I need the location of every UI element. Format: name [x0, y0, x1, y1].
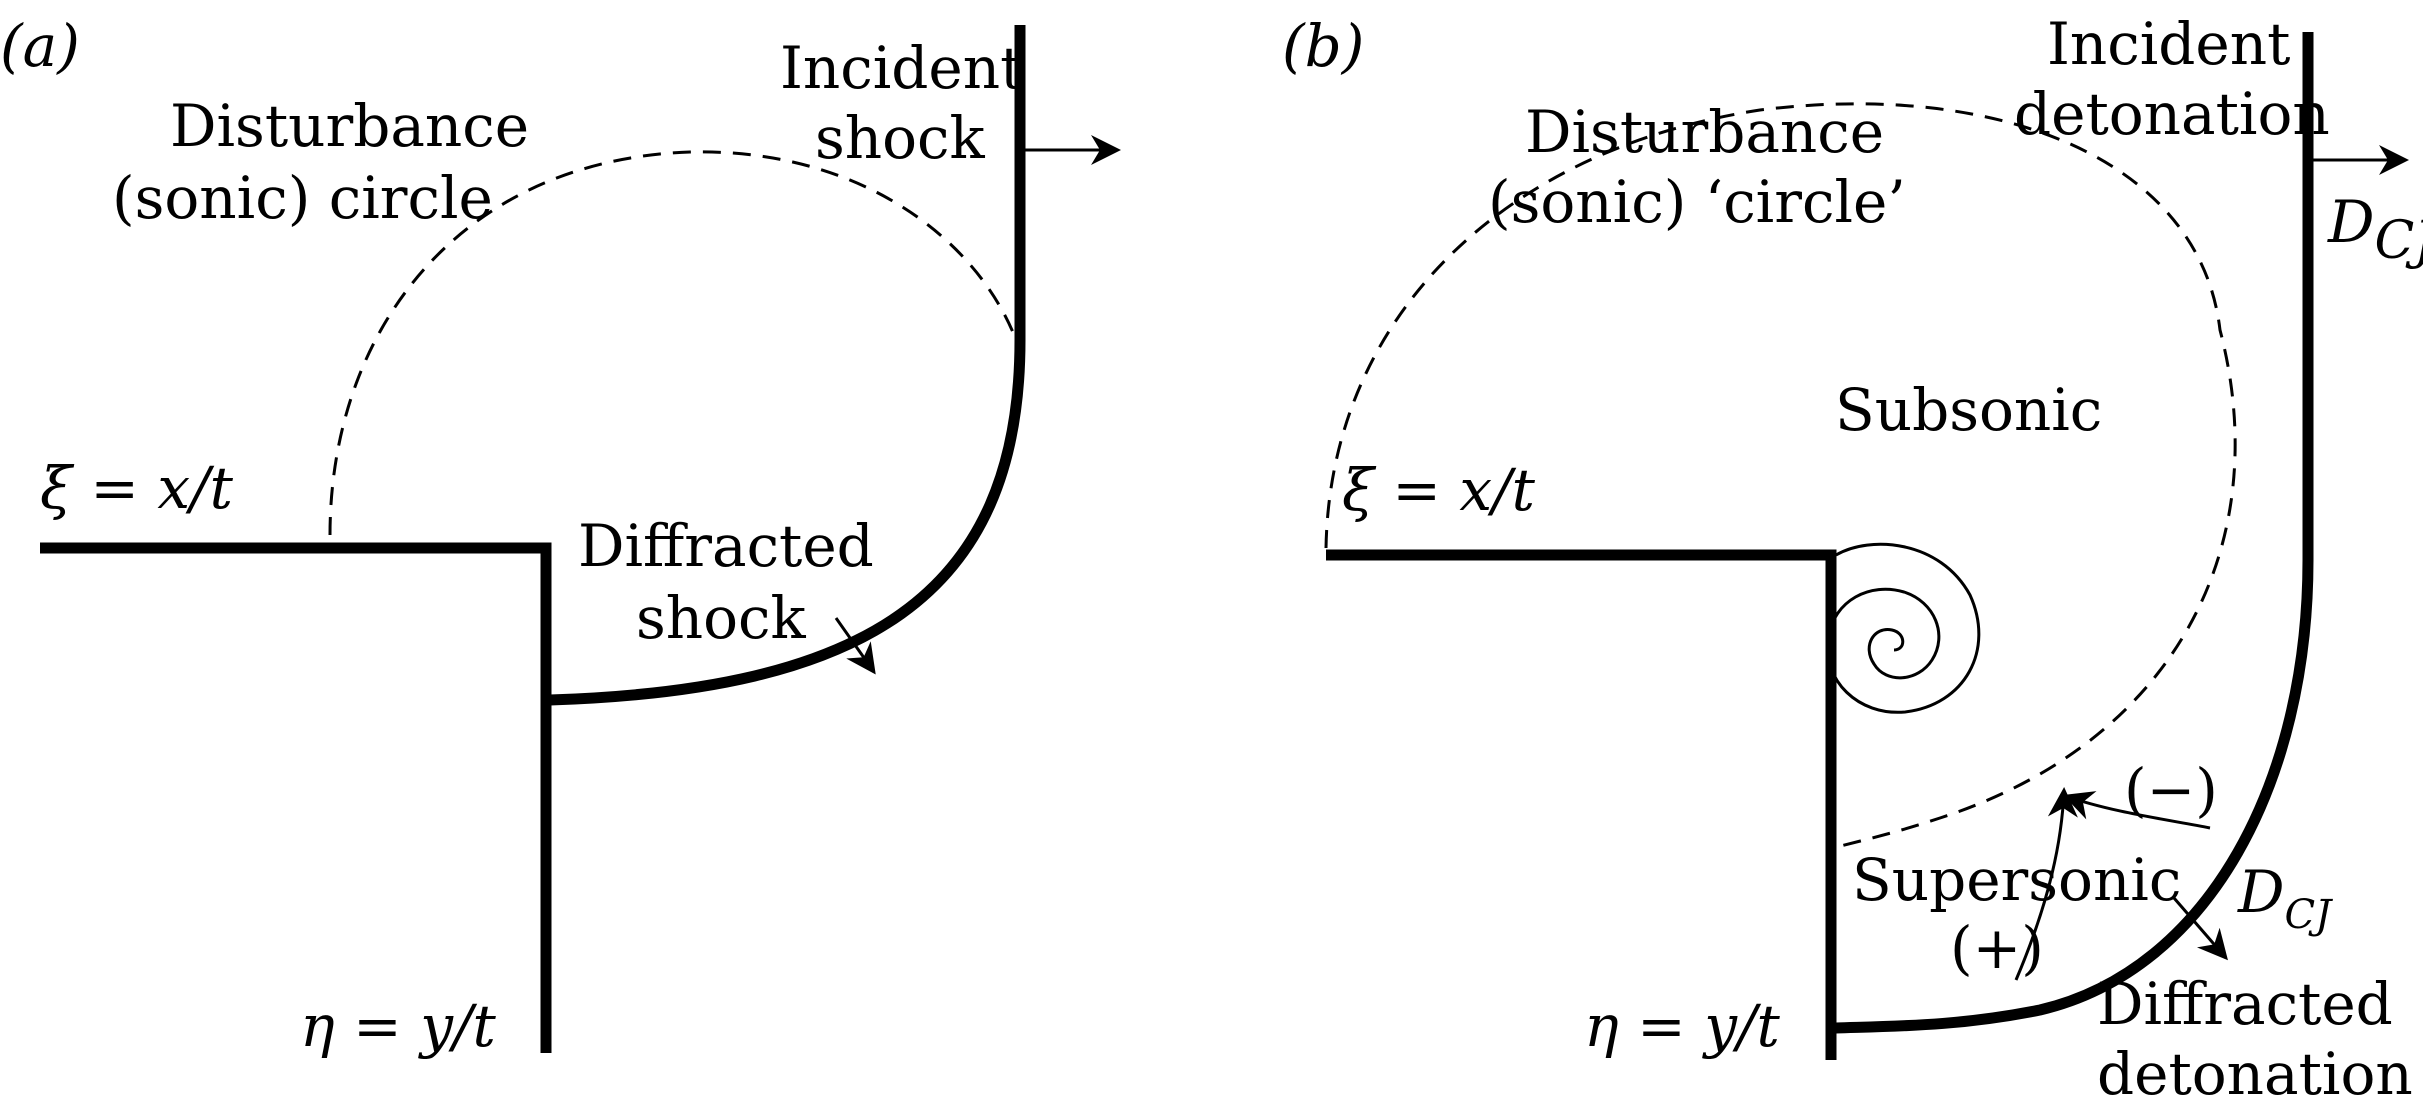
panel-b-diffracted-arrow — [2172, 897, 2228, 961]
panel-b-incident-label-1: Incident — [2047, 10, 2290, 78]
panel-b-eta-label: η = y/t — [1584, 992, 1781, 1060]
panel-b-tag: (b) — [1282, 12, 1364, 80]
panel-b-dcj-top: DCJ — [2327, 188, 2423, 271]
panel-b-incident-label-2: detonation — [2014, 80, 2330, 148]
panel-a-incident-label-1: Incident — [780, 34, 1023, 102]
panel-a-diffracted-label-1: Diffracted — [578, 512, 874, 580]
panel-a-diffracted-arrow — [834, 617, 876, 675]
panel-b-diffracted-label-2: detonation — [2097, 1040, 2413, 1108]
panel-b-wall — [1326, 549, 1837, 1060]
panel-b-vortex-spiral — [1825, 542, 1981, 714]
panel-a-incident-shock — [549, 25, 1026, 706]
panel-a-incident-label-2: shock — [815, 104, 986, 172]
panel-b-diffracted-label-1: Diffracted — [2097, 970, 2393, 1038]
panel-a-eta-label: η = y/t — [300, 992, 497, 1060]
panel-a-disturbance-label-2: (sonic) circle — [112, 164, 493, 232]
panel-b-plus-label: (+) — [1950, 914, 2044, 982]
panel-b-minus-label: (−) — [2124, 756, 2218, 824]
panel-a-disturbance-circle — [328, 150, 1020, 536]
panel-b-disturbance-label-2: (sonic) ‘circle’ — [1488, 168, 1906, 236]
panel-a-tag: (a) — [0, 12, 80, 80]
panel-b-supersonic-label: Supersonic — [1852, 846, 2181, 914]
panel-b-subsonic-label: Subsonic — [1835, 376, 2102, 444]
panel-b-xi-label: ξ = x/t — [1342, 456, 1536, 524]
panel-b-dcj-top-main: D — [2327, 188, 2375, 256]
panel-b-detonation-front — [1835, 32, 2314, 1034]
panel-b-minus-characteristic — [2063, 791, 2211, 830]
panel-a: (a) Disturbance (sonic) circle Incident … — [0, 12, 1121, 1060]
panel-b-dcj-top-sub: CJ — [2375, 211, 2423, 271]
panel-a-wall — [40, 542, 552, 1053]
panel-a-xi-label: ξ = x/t — [40, 454, 234, 522]
panel-b-dcj-mid-sub: CJ — [2285, 892, 2334, 938]
panel-b: (b) Incident detonation Disturbance (son… — [1282, 10, 2423, 1108]
panel-b-dcj-mid-main: D — [2237, 858, 2285, 926]
panel-a-disturbance-label-1: Disturbance — [170, 92, 529, 160]
panel-b-disturbance-circle — [1324, 102, 2237, 850]
panel-a-diffracted-label-2: shock — [636, 584, 807, 652]
panel-b-disturbance-label-1: Disturbance — [1525, 98, 1884, 166]
panel-b-plus-characteristic — [2014, 787, 2078, 981]
panel-b-dcj-mid: DCJ — [2237, 858, 2333, 938]
